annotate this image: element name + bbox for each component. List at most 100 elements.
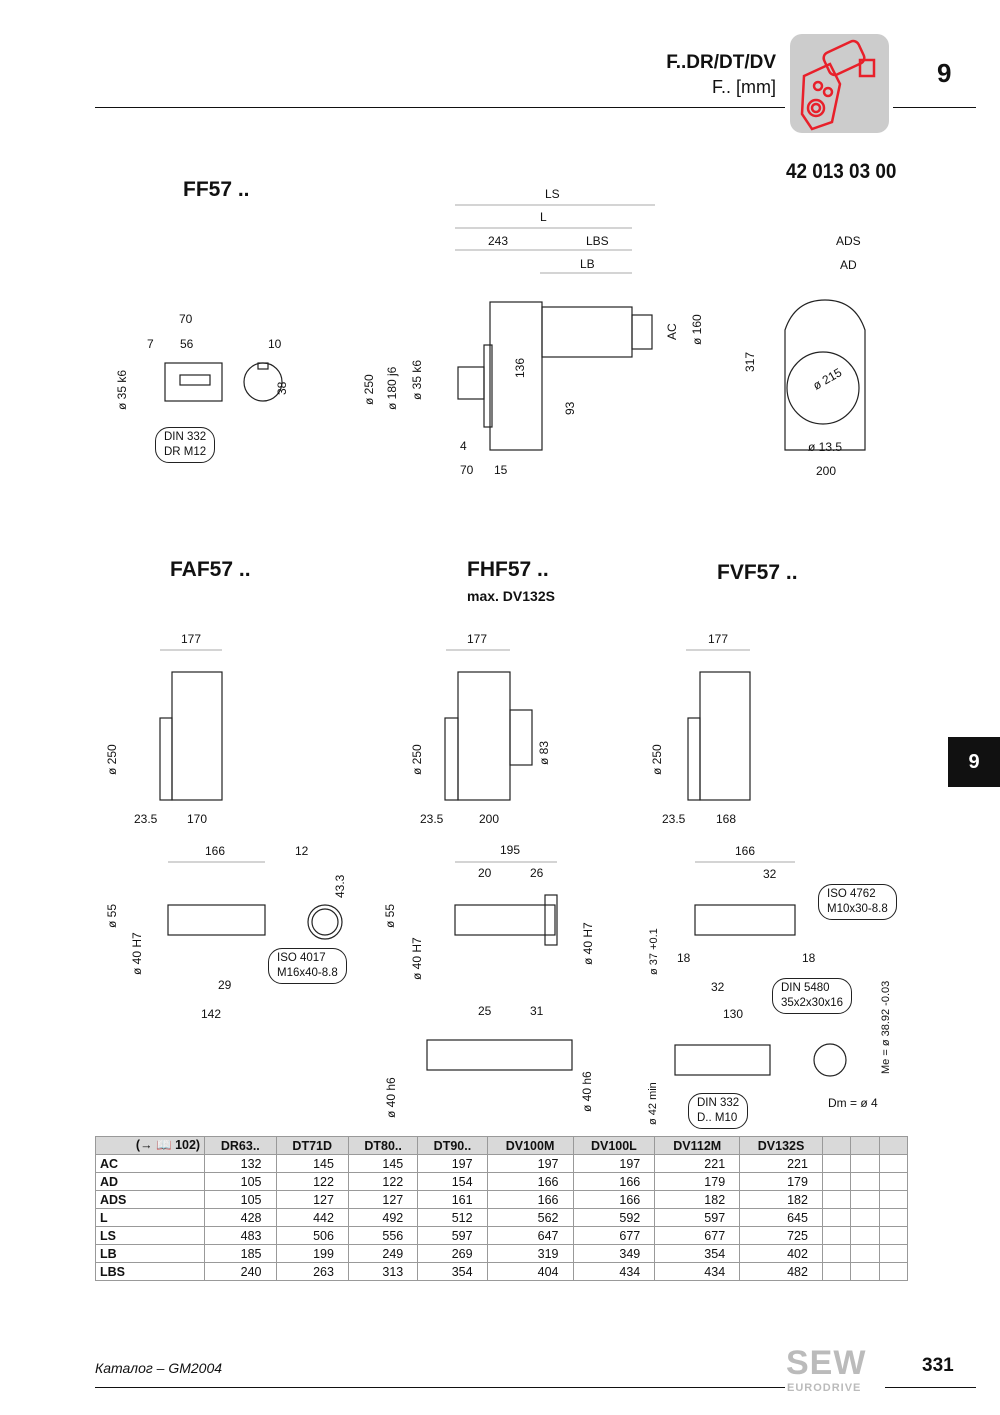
dim-label: 26 — [530, 866, 544, 880]
note-line: ISO 4762 — [827, 888, 876, 900]
column-header — [850, 1136, 880, 1155]
table-cell: 166 — [486, 1190, 574, 1209]
column-header: DT80.. — [347, 1136, 419, 1155]
dim-label: LBS — [586, 234, 609, 248]
dim-label: 130 — [723, 1007, 744, 1021]
table-cell — [878, 1262, 909, 1281]
table-cell: 592 — [572, 1208, 656, 1227]
row-key: L — [94, 1208, 206, 1227]
table-cell: 483 — [204, 1226, 277, 1245]
dim-label: 70 — [460, 463, 474, 477]
dim-label: LB — [580, 257, 595, 271]
table-cell: 512 — [417, 1208, 488, 1227]
table-cell — [821, 1154, 852, 1173]
table-cell: 562 — [486, 1208, 574, 1227]
table-cell — [821, 1208, 852, 1227]
table-cell: 240 — [204, 1262, 277, 1281]
column-header: DT90.. — [417, 1136, 488, 1155]
faf57-title: FAF57 .. — [170, 558, 251, 581]
dim-label: 166 — [735, 844, 756, 858]
table-cell — [850, 1190, 880, 1209]
table-corner: (→ 📖 102) — [94, 1136, 206, 1155]
row-key: AC — [94, 1154, 206, 1173]
table-cell: 597 — [417, 1226, 488, 1245]
table-cell: 221 — [654, 1154, 741, 1173]
footer-rule — [885, 1387, 976, 1388]
note-line: ISO 4017 — [277, 952, 326, 964]
header-rule — [95, 107, 785, 108]
dim-label: ø 42 min — [647, 1082, 659, 1125]
table-cell: 197 — [486, 1154, 574, 1173]
note-line: DR M12 — [164, 446, 207, 458]
column-header: DV100L — [572, 1136, 656, 1155]
dim-label: 29 — [218, 978, 232, 992]
table-cell: 597 — [654, 1208, 741, 1227]
dim-label: ø 40 h6 — [580, 1071, 594, 1112]
table-cell: 127 — [347, 1190, 419, 1209]
dim-label: ø 40 H7 — [130, 932, 144, 975]
column-header — [821, 1136, 852, 1155]
table-cell: 428 — [204, 1208, 277, 1227]
dim-label: 200 — [479, 812, 500, 826]
note-line: M10x30-8.8 — [827, 903, 888, 915]
table-cell — [821, 1262, 852, 1281]
column-header: DT71D — [275, 1136, 349, 1155]
dim-label: 93 — [563, 401, 577, 415]
dim-label: ø 40 h6 — [384, 1077, 398, 1118]
dim-label: 4 — [460, 439, 467, 453]
dim-label: ø 13.5 — [808, 440, 843, 454]
dim-label: 317 — [743, 351, 757, 372]
dim-label: Me = ø 38.92 -0.03 — [880, 980, 892, 1074]
column-header: DV112M — [654, 1136, 741, 1155]
dim-label: 10 — [268, 337, 282, 351]
dim-label: ø 55 — [105, 903, 119, 928]
dim-label: 25 — [478, 1004, 492, 1018]
dim-label: ø 250 — [410, 744, 424, 775]
dim-label: 23.5 — [420, 812, 444, 826]
table-cell: 402 — [739, 1244, 823, 1263]
fhf57-subtitle: max. DV132S — [467, 588, 555, 604]
dim-label: 142 — [201, 1007, 222, 1021]
note-line: 35x2x30x16 — [781, 997, 844, 1009]
dim-label: ø 35 k6 — [115, 369, 129, 410]
table-cell — [878, 1190, 909, 1209]
table-cell: 182 — [739, 1190, 823, 1209]
table-cell — [821, 1226, 852, 1245]
table-cell — [878, 1154, 909, 1173]
table-cell — [878, 1226, 909, 1245]
chapter-tab[interactable]: 9 — [948, 737, 1000, 787]
footer-rule — [95, 1387, 785, 1388]
note-line: DIN 5480 — [781, 982, 830, 994]
dim-label: 18 — [802, 951, 816, 965]
table-cell: 249 — [347, 1244, 419, 1263]
dim-label: LS — [545, 187, 560, 201]
dim-label: ø 250 — [362, 374, 376, 405]
table-cell: 269 — [417, 1244, 488, 1263]
table-cell: 179 — [739, 1172, 823, 1191]
table-cell: 145 — [275, 1154, 349, 1173]
table-cell — [850, 1226, 880, 1245]
table-cell — [821, 1244, 852, 1263]
dim-label: 43.3 — [333, 874, 347, 898]
table-cell: 677 — [572, 1226, 656, 1245]
dim-label: 23.5 — [134, 812, 158, 826]
dim-label: 168 — [716, 812, 737, 826]
table-cell: 166 — [572, 1190, 656, 1209]
dim-label: AD — [840, 258, 857, 272]
series-title: F..DR/DT/DV — [666, 52, 776, 73]
catalog-label: Каталог – GM2004 — [95, 1360, 223, 1376]
table-cell: 506 — [275, 1226, 349, 1245]
column-header: DV132S — [739, 1136, 823, 1155]
table-cell: 127 — [275, 1190, 349, 1209]
table-cell: 105 — [204, 1190, 277, 1209]
dim-label: 177 — [181, 632, 202, 646]
